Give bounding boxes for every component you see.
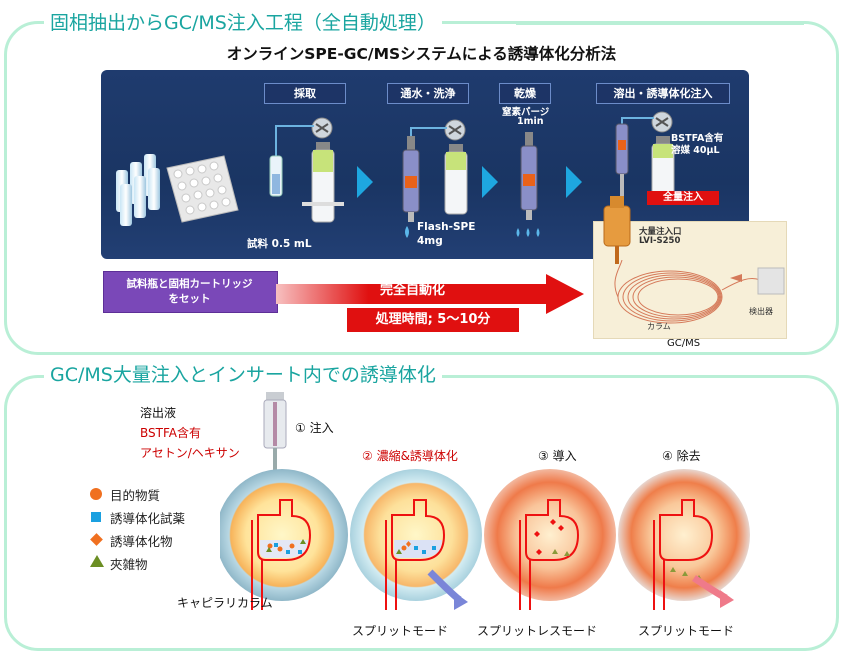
section2-title-rule	[444, 375, 804, 378]
injector-label-2: LVI-S250	[639, 236, 681, 246]
section1-title: 固相抽出からGC/MS注入工程（全自動処理）	[44, 8, 442, 35]
full-injection-badge: 全量注入	[647, 191, 719, 205]
step-wash: 通水・洗浄	[387, 83, 469, 104]
setup-text-2: をセット	[168, 293, 211, 305]
flash-spe-amount: 4mg	[417, 235, 443, 247]
setup-text-1: 試料瓶と固相カートリッジ	[126, 278, 253, 290]
flash-spe-label: Flash-SPE	[417, 221, 476, 233]
injector-icon	[603, 196, 631, 264]
legend-reagent-marker	[91, 512, 101, 522]
bstfa-label-1: BSTFA含有	[671, 133, 724, 144]
legend-derivative: 誘導体化物	[110, 534, 173, 549]
drying-cartridge-icon	[516, 132, 540, 237]
sampling-syringe-icon	[269, 117, 344, 223]
automation-label: 完全自動化	[380, 283, 446, 298]
gcms-label: GC/MS	[667, 338, 701, 349]
liner-stages-diagram	[220, 469, 750, 610]
stage-1-mode: スプリットモード	[352, 624, 449, 638]
stage-4-label: ④ 除去	[662, 449, 701, 463]
reagent-label-1: BSTFA含有	[140, 426, 201, 440]
injector-label-1: 大量注入口	[639, 227, 682, 237]
stage-1-label: ① 注入	[295, 421, 334, 435]
section1-title-rule	[516, 22, 804, 25]
section2-title: GC/MS大量注入とインサート内での誘導体化	[44, 360, 442, 387]
sample-vials-icon	[116, 154, 239, 226]
bstfa-label-2: 溶媒 40μL	[671, 145, 720, 156]
legend-target-marker	[90, 488, 102, 500]
legend-impurity: 夾雑物	[110, 557, 148, 572]
detector-label: 検出器	[749, 307, 773, 316]
step-dry: 乾燥	[499, 83, 551, 104]
stage-2-mode: スプリットレスモード	[477, 624, 598, 638]
section1-subtitle: オンラインSPE-GC/MSシステムによる誘導体化分析法	[226, 45, 617, 63]
setup-box	[103, 271, 278, 313]
sample-volume-label: 試料 0.5 mL	[247, 238, 312, 250]
stage-3-label: ③ 導入	[538, 449, 577, 463]
flow-arrow-icon	[357, 166, 373, 198]
legend-target: 目的物質	[110, 488, 161, 503]
step-elution: 溶出・誘導体化注入	[596, 83, 730, 104]
column-label: カラム	[647, 322, 671, 331]
processing-time-badge: 処理時間; 5～10分	[347, 308, 519, 332]
flow-arrow-icon	[566, 166, 582, 198]
stage-4-mode: スプリットモード	[638, 624, 735, 638]
purge-time-label: 1min	[517, 116, 544, 127]
legend-impurity-marker	[90, 555, 104, 567]
legend-reagent: 誘導体化試薬	[110, 511, 186, 526]
flash-spe-icon	[402, 119, 468, 238]
step-sampling: 採取	[264, 83, 346, 104]
nitrogen-purge-label: 窒素パージ	[502, 107, 550, 118]
reagent-label-2: アセトン/ヘキサン	[140, 446, 240, 460]
stage-2-label: ② 濃縮&誘導体化	[362, 449, 458, 463]
automation-arrow-icon	[276, 274, 584, 314]
flow-arrow-icon	[482, 166, 498, 198]
eluent-label: 溶出液	[140, 406, 177, 420]
gc-column-coil-icon	[614, 260, 785, 324]
capillary-column-label: キャピラリカラム	[177, 596, 273, 610]
